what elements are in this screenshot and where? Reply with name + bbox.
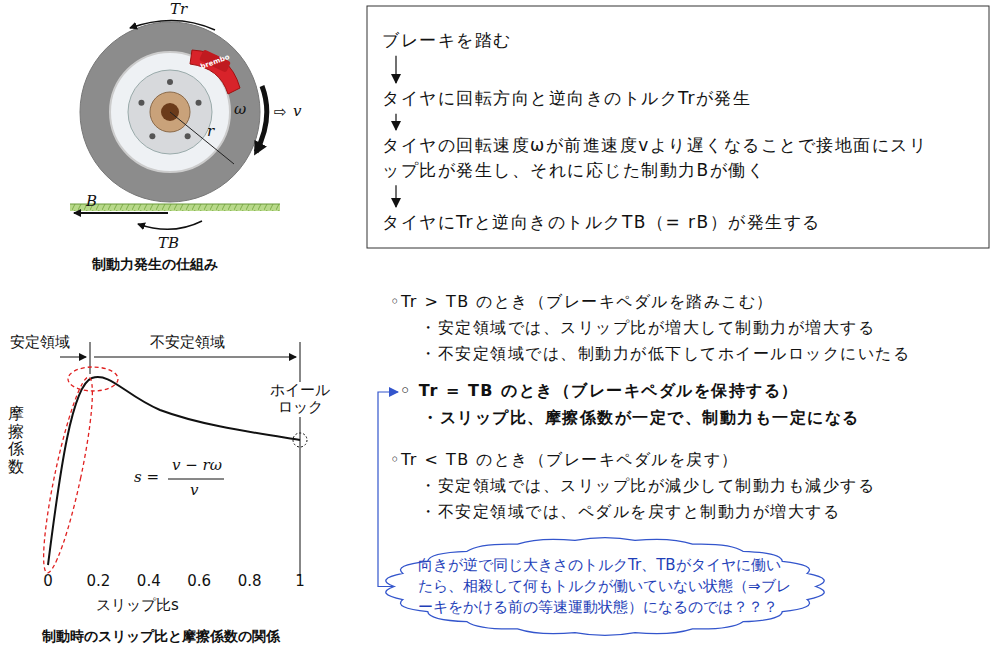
- label: ホイール ロック: [265, 382, 335, 417]
- svg-circle: [80, 22, 260, 202]
- svg-rect: [70, 204, 280, 211]
- connector: [395, 114, 396, 130]
- svg-line: [170, 112, 234, 164]
- connector: [395, 56, 396, 83]
- node-text: タイヤの回転速度ωが前進速度vより遅くなることで接地面にスリップ比が発生し、それ…: [382, 133, 942, 182]
- svg-line: [90, 342, 91, 374]
- label: 安定領域: [10, 333, 70, 352]
- svg-circle: [138, 100, 144, 106]
- text-node: タイヤに回転方向と逆向きのトルクTrが発生: [382, 86, 751, 111]
- tire-figure: [70, 20, 280, 229]
- label: TB: [158, 234, 179, 252]
- label: ・不安定領域では、制動力が低下してホイールロックにいたる: [420, 344, 910, 365]
- label: v − rω: [172, 456, 222, 474]
- svg-rect: [199, 49, 231, 73]
- text-node: ブレーキを踏む: [382, 28, 512, 53]
- label: ・安定領域では、スリップ比が増大して制動力が増大する: [420, 318, 875, 339]
- node-text: ・スリップ比、摩擦係数が一定で、制動力も一定になる: [400, 408, 860, 429]
- svg-line: [60, 357, 86, 358]
- svg-line: [168, 479, 224, 480]
- node-text-wrap: ブレーキを踏む: [382, 28, 512, 53]
- connector: [378, 392, 398, 587]
- svg-path: [130, 20, 215, 30]
- node-text: 向きが逆で同じ大きさのトルクTr、TBがタイヤに働いたら、相殺して何もトルクが働…: [418, 555, 792, 618]
- label: 0.4: [137, 572, 161, 590]
- label: B: [86, 192, 97, 210]
- cloud-outline: [386, 538, 824, 636]
- node-text: ◦ Tr = TB のとき（ブレーキペダルを保持する）: [400, 381, 860, 402]
- node-text: タイヤに回転方向と逆向きのトルクTrが発生: [382, 86, 751, 111]
- label: 制動力発生の仕組み: [92, 256, 218, 274]
- svg-path: [48, 377, 300, 565]
- label: スリップ比s: [96, 596, 179, 615]
- svg-circle: [167, 79, 173, 85]
- label: 不安定領域: [150, 333, 225, 352]
- label: v: [293, 102, 301, 120]
- label: ◦Tr < TB のとき（ブレーキペダルを戻す）: [390, 450, 739, 471]
- flow-frame: [367, 6, 989, 248]
- node-text-wrap: ◦ Tr = TB のとき（ブレーキペダルを保持する） ・スリップ比、摩擦係数が一…: [400, 381, 860, 429]
- label: ◦Tr > TB のとき（ブレーキペダルを踏みこむ）: [390, 292, 774, 313]
- label: ・安定領域では、スリップ比が減少して制動力も減少する: [420, 476, 875, 497]
- friction-chart: [34, 342, 307, 576]
- node-text-wrap: 向きが逆で同じ大きさのトルクTr、TBがタイヤに働いたら、相殺して何もトルクが働…: [390, 537, 820, 636]
- label: ・不安定領域では、ペダルを戻すと制動力が増大する: [420, 502, 840, 523]
- label: Tr: [170, 0, 187, 18]
- connector: [395, 185, 396, 207]
- node-text-wrap: タイヤにTrと逆向きのトルクTB（= rB）が発生する: [382, 210, 821, 235]
- svg-path: [256, 86, 267, 152]
- label: 0: [43, 572, 53, 590]
- text-node: ◦ Tr = TB のとき（ブレーキペダルを保持する） ・スリップ比、摩擦係数が一…: [400, 381, 860, 429]
- svg-ellipse: [68, 367, 118, 391]
- svg-ellipse: [34, 374, 101, 575]
- text-node: タイヤにTrと逆向きのトルクTB（= rB）が発生する: [382, 210, 821, 235]
- svg-circle: [149, 133, 155, 139]
- label: 1: [295, 572, 305, 590]
- svg-circle: [185, 133, 191, 139]
- label: r: [207, 122, 214, 140]
- node-text-wrap: タイヤの回転速度ωが前進速度vより遅くなることで接地面にスリップ比が発生し、それ…: [382, 133, 942, 182]
- svg-line: [300, 342, 301, 576]
- svg-path: [138, 221, 202, 229]
- label: ⇨: [274, 103, 287, 121]
- label: 0.6: [187, 572, 211, 590]
- node-text: タイヤにTrと逆向きのトルクTB（= rB）が発生する: [382, 210, 821, 235]
- svg-line: [94, 357, 296, 358]
- label: 0.8: [238, 572, 262, 590]
- svg-circle: [196, 100, 202, 106]
- node-text-wrap: タイヤに回転方向と逆向きのトルクTrが発生: [382, 86, 751, 111]
- svg-circle: [293, 433, 307, 447]
- svg-line: [70, 204, 280, 205]
- node-text: ブレーキを踏む: [382, 28, 512, 53]
- cloud-callout: 向きが逆で同じ大きさのトルクTr、TBがタイヤに働いたら、相殺して何もトルクが働…: [390, 537, 820, 636]
- svg-path: [190, 50, 240, 94]
- label: ω: [234, 100, 246, 118]
- label: 摩擦係数: [8, 405, 24, 475]
- text-node: タイヤの回転速度ωが前進速度vより遅くなることで接地面にスリップ比が発生し、それ…: [382, 133, 942, 182]
- label: v: [190, 481, 198, 499]
- label: s =: [134, 468, 159, 486]
- label: 制動時のスリップ比と摩擦係数の関係: [42, 628, 280, 646]
- label: 0.2: [86, 572, 110, 590]
- svg-line: [74, 212, 168, 214]
